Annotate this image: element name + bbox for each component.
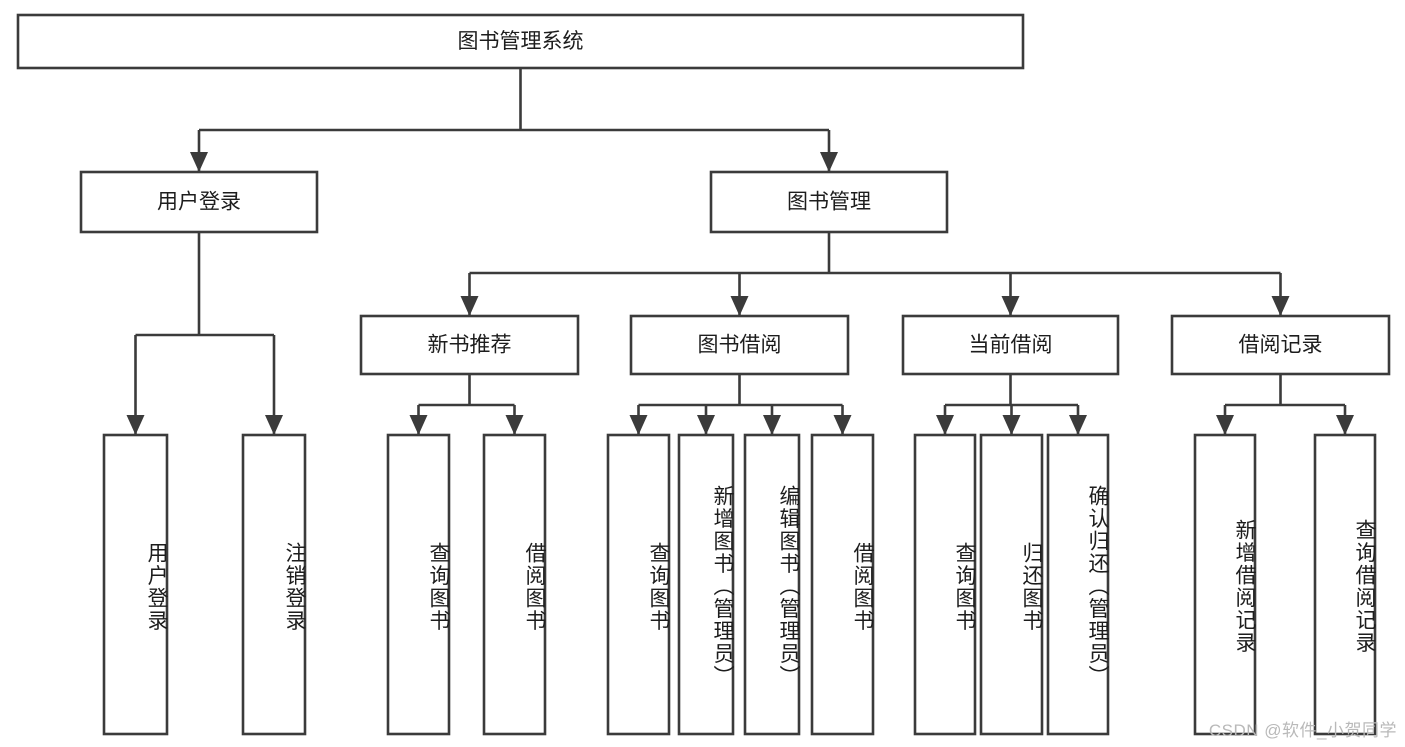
node-box-book-borrow[interactable] xyxy=(629,314,850,376)
conn-book-borrow-leaves-arrow-2 xyxy=(763,415,781,435)
conn-new-book-recommend-leaves-arrow-0 xyxy=(409,415,428,435)
node-label-root: 图书管理系统 xyxy=(458,30,584,53)
node-box-leaf-add-book[interactable] xyxy=(677,433,735,736)
node-box-borrow-record[interactable] xyxy=(1170,314,1391,376)
conn-book-borrow-leaves-arrow-3 xyxy=(833,415,852,435)
conn-book-borrow-leaves-arrow-1 xyxy=(697,415,715,435)
node-box-new-book-recommend[interactable] xyxy=(359,314,580,376)
node-box-leaf-borrow-book-rec[interactable] xyxy=(482,433,547,736)
node-box-leaf-confirm-return[interactable] xyxy=(1046,433,1110,736)
node-box-leaf-user-login[interactable] xyxy=(102,433,169,736)
conn-book-manage-arrow-2 xyxy=(1001,296,1020,316)
node-label-user-login: 用户登录 xyxy=(157,191,241,214)
conn-book-manage-arrow-0 xyxy=(460,296,479,316)
node-box-book-manage[interactable] xyxy=(709,170,949,234)
conn-user-login-leaves-arrow-0 xyxy=(126,415,145,435)
node-box-leaf-borrow-book[interactable] xyxy=(810,433,875,736)
node-label-new-book-recommend: 新书推荐 xyxy=(428,334,512,357)
conn-book-manage-arrow-3 xyxy=(1271,296,1290,316)
node-box-leaf-query-record[interactable] xyxy=(1313,433,1377,736)
connector-layer xyxy=(126,68,1354,435)
node-box-root[interactable] xyxy=(16,13,1025,70)
node-label-current-borrow: 当前借阅 xyxy=(969,334,1053,357)
conn-new-book-recommend-leaves-arrow-1 xyxy=(505,415,524,435)
node-box-leaf-add-record[interactable] xyxy=(1193,433,1257,736)
node-box-layer xyxy=(16,13,1391,736)
node-label-borrow-record: 借阅记录 xyxy=(1239,334,1323,357)
conn-current-borrow-leaves-arrow-2 xyxy=(1069,415,1087,435)
node-label-book-borrow: 图书借阅 xyxy=(698,334,782,357)
node-box-leaf-query-book-cur[interactable] xyxy=(913,433,977,736)
conn-borrow-record-leaves-arrow-0 xyxy=(1216,415,1234,435)
node-box-leaf-logout[interactable] xyxy=(241,433,307,736)
node-box-leaf-return-book[interactable] xyxy=(979,433,1044,736)
conn-current-borrow-leaves-arrow-1 xyxy=(1002,415,1021,435)
conn-user-login-leaves-arrow-1 xyxy=(265,415,283,435)
conn-borrow-record-leaves-arrow-1 xyxy=(1336,415,1354,435)
conn-root-arrow-0 xyxy=(190,152,208,172)
conn-book-borrow-leaves-arrow-0 xyxy=(629,415,648,435)
node-box-leaf-query-book-rec[interactable] xyxy=(386,433,451,736)
conn-book-manage-arrow-1 xyxy=(730,296,749,316)
conn-current-borrow-leaves-arrow-0 xyxy=(936,415,954,435)
node-box-leaf-query-book-borrow[interactable] xyxy=(606,433,671,736)
node-box-leaf-edit-book[interactable] xyxy=(743,433,801,736)
watermark: CSDN @软件_小贺同学 xyxy=(1208,721,1397,740)
node-label-book-manage: 图书管理 xyxy=(787,191,871,214)
conn-root-arrow-1 xyxy=(820,152,838,172)
node-box-current-borrow[interactable] xyxy=(901,314,1120,376)
node-box-user-login[interactable] xyxy=(79,170,319,234)
